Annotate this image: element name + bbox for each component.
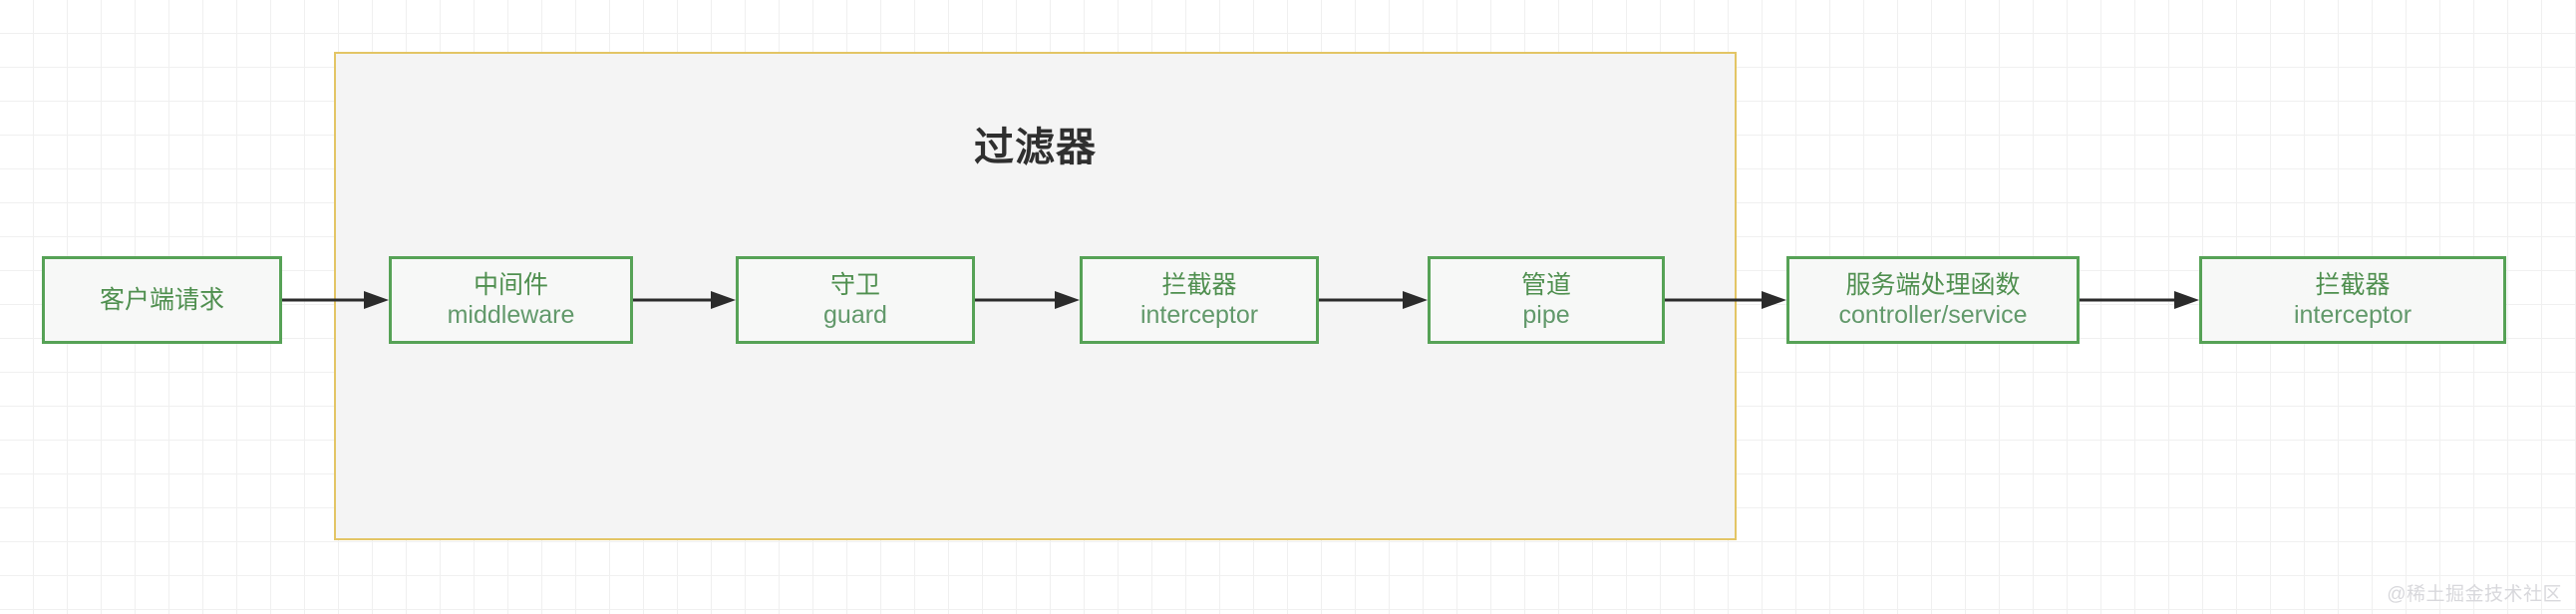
node-interceptor-outbound[interactable]: 拦截器 interceptor: [2199, 256, 2506, 344]
arrow-interceptor-to-pipe: [1319, 289, 1428, 311]
filter-group-title: 过滤器: [974, 126, 1097, 169]
node-guard-label-en: guard: [823, 301, 887, 329]
node-interceptor-outbound-label-en: interceptor: [2293, 301, 2413, 329]
node-client-request-label-cn: 客户端请求: [99, 285, 224, 314]
node-interceptor-inbound-label-cn: 拦截器: [1161, 270, 1237, 299]
arrow-middleware-to-guard: [633, 289, 736, 311]
node-guard[interactable]: 守卫 guard: [736, 256, 975, 344]
node-interceptor-outbound-label-cn: 拦截器: [2315, 270, 2391, 299]
node-middleware-label-en: middleware: [447, 301, 575, 329]
node-pipe[interactable]: 管道 pipe: [1428, 256, 1665, 344]
node-guard-label-cn: 守卫: [829, 270, 880, 299]
arrow-client-to-middleware: [282, 289, 389, 311]
node-client-request[interactable]: 客户端请求: [42, 256, 282, 344]
node-controller-service-label-cn: 服务端处理函数: [1845, 270, 2021, 299]
watermark: @稀土掘金技术社区: [2387, 584, 2562, 605]
node-controller-service[interactable]: 服务端处理函数 controller/service: [1786, 256, 2080, 344]
node-pipe-label-en: pipe: [1522, 301, 1570, 329]
arrow-controller-to-interceptor: [2080, 289, 2199, 311]
node-middleware[interactable]: 中间件 middleware: [389, 256, 633, 344]
arrow-pipe-to-controller: [1665, 289, 1786, 311]
node-interceptor-inbound[interactable]: 拦截器 interceptor: [1080, 256, 1319, 344]
arrow-guard-to-interceptor: [975, 289, 1080, 311]
node-pipe-label-cn: 管道: [1520, 270, 1571, 299]
node-interceptor-inbound-label-en: interceptor: [1139, 301, 1259, 329]
node-controller-service-label-en: controller/service: [1838, 301, 2028, 329]
node-middleware-label-cn: 中间件: [473, 270, 548, 299]
